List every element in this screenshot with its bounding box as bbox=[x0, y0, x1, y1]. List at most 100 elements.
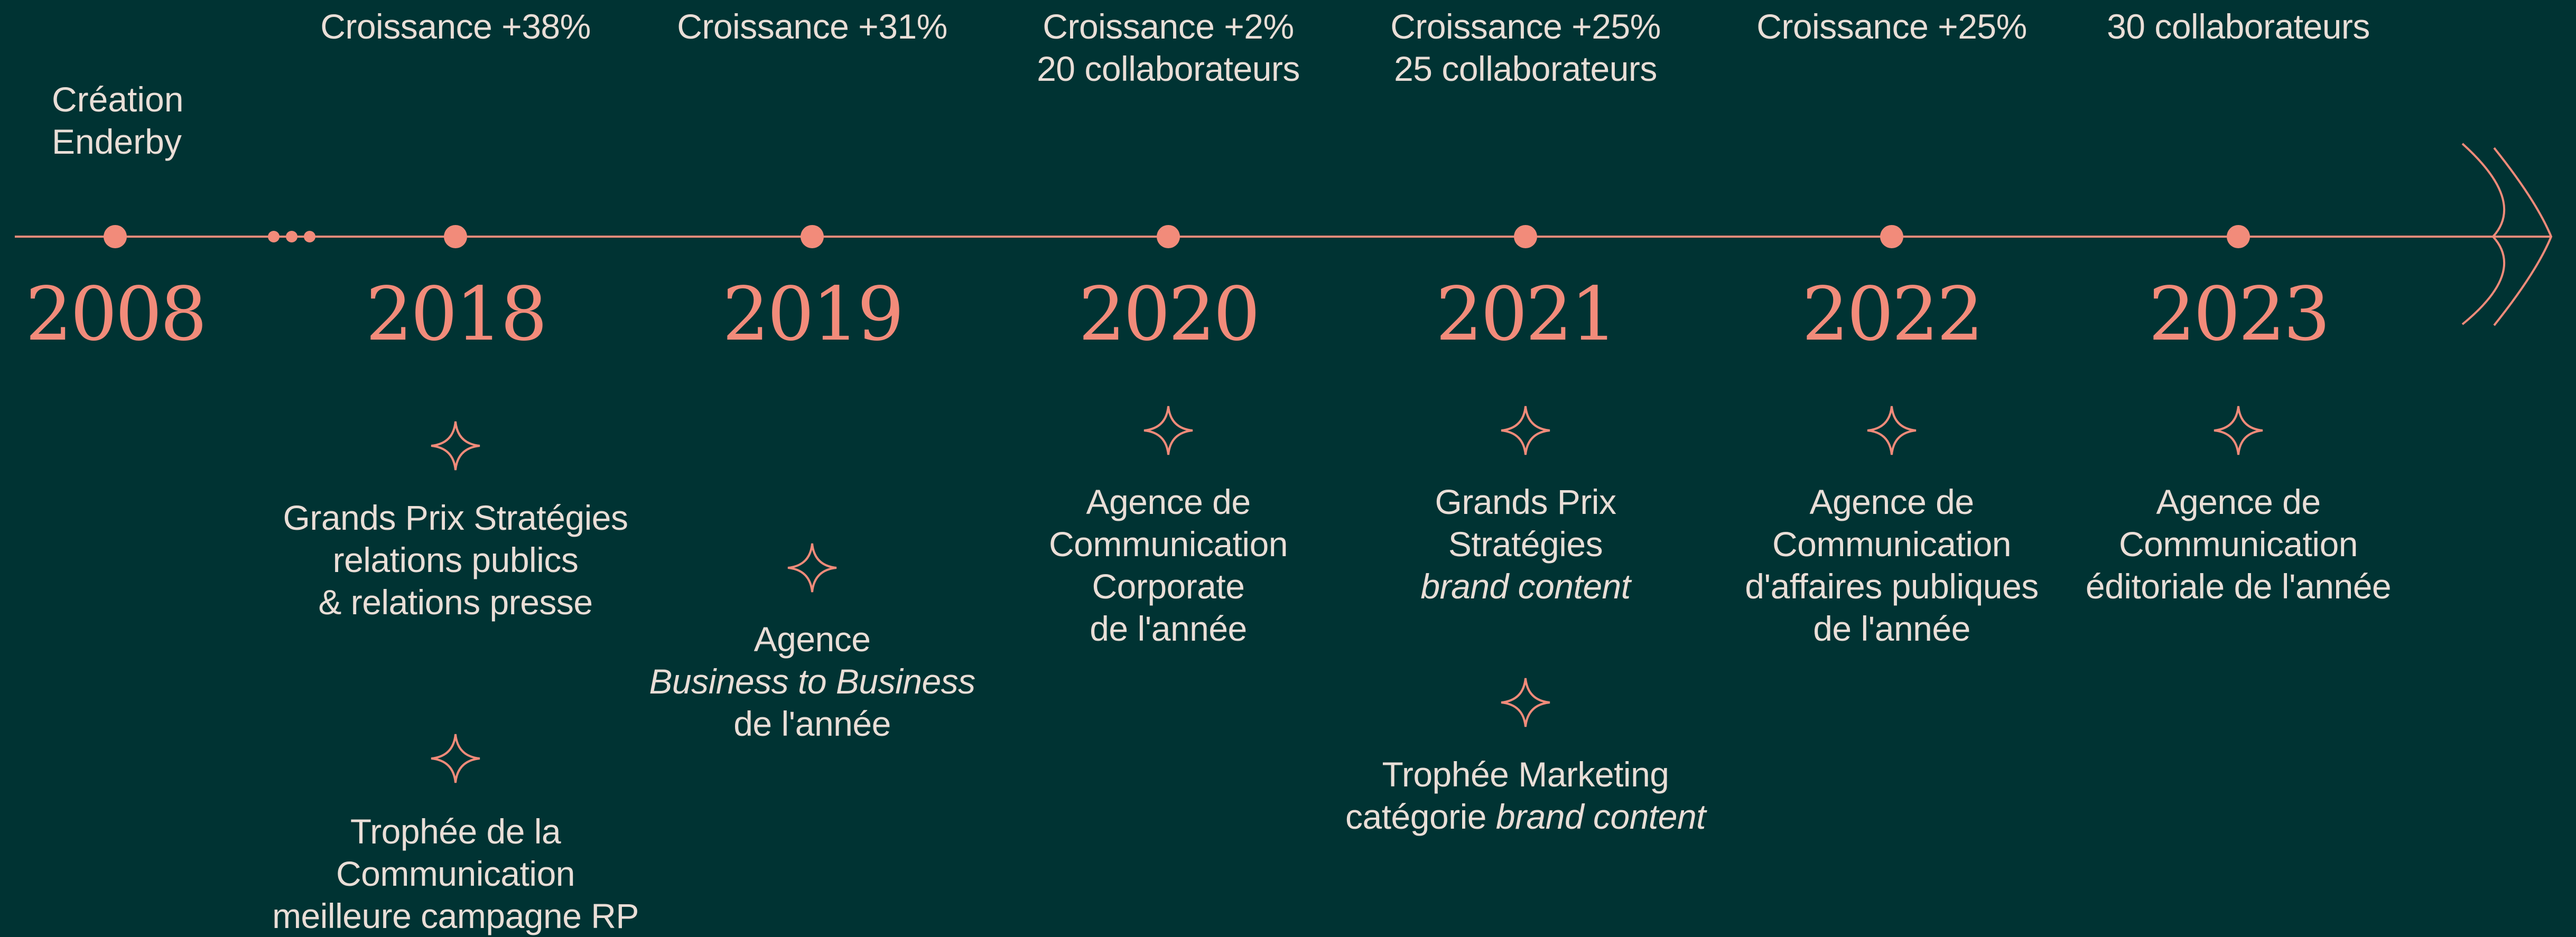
sparkle-icon bbox=[2213, 405, 2264, 456]
award-plain-text: Communication bbox=[1048, 524, 1288, 564]
award-line: de l'année bbox=[1049, 607, 1288, 650]
award-line: catégorie brand content bbox=[1345, 795, 1706, 838]
award-line: Agence de bbox=[1049, 481, 1288, 523]
award-plain-text: de l'année bbox=[1813, 609, 1970, 648]
milestone-stats: Croissance +25%25 collaborateurs bbox=[1390, 5, 1661, 90]
year-label: 2021 bbox=[1435, 271, 1617, 358]
award-italic-text: brand content bbox=[1420, 567, 1631, 606]
award-line: brand content bbox=[1420, 565, 1631, 607]
award-plain-text: Stratégies bbox=[1448, 524, 1603, 564]
award-plain-text: catégorie bbox=[1345, 797, 1496, 836]
arrow-head-outer bbox=[2461, 143, 2506, 325]
award-plain-text: éditoriale de l'année bbox=[2085, 567, 2392, 606]
award-line: Communication bbox=[272, 852, 639, 895]
award-plain-text: Communication bbox=[2118, 524, 2358, 564]
award-plain-text: Trophée de la bbox=[350, 812, 561, 851]
stat-line: Croissance +38% bbox=[320, 7, 591, 46]
award-plain-text: de l'année bbox=[1090, 609, 1247, 648]
sparkle-icon bbox=[1500, 677, 1551, 728]
milestone-dot bbox=[1514, 225, 1537, 248]
award-italic-text: brand content bbox=[1495, 797, 1706, 836]
year-label: 2019 bbox=[722, 271, 904, 358]
founding-note-line: Création bbox=[52, 80, 184, 119]
award-line: relations publics bbox=[283, 539, 628, 581]
award-line: Agence de bbox=[2086, 481, 2391, 523]
founding-note: Création Enderby bbox=[52, 78, 183, 163]
sparkle-icon bbox=[1143, 405, 1194, 456]
year-label: 2022 bbox=[1801, 271, 1984, 358]
milestone-stats: Croissance +25% bbox=[1756, 5, 2027, 48]
award-line: Trophée Marketing bbox=[1345, 753, 1706, 795]
award-plain-text: meilleure campagne RP bbox=[272, 896, 639, 935]
award-plain-text: Communication bbox=[1772, 524, 2012, 564]
award-plain-text: d'affaires publiques bbox=[1745, 567, 2039, 606]
milestone-dot bbox=[104, 225, 127, 248]
milestone-dot bbox=[1157, 225, 1180, 248]
milestone-stats: Croissance +38% bbox=[320, 5, 591, 48]
award-line: Trophée de la bbox=[272, 810, 639, 852]
milestone-dot bbox=[801, 225, 824, 248]
award-plain-text: relations publics bbox=[332, 540, 579, 579]
milestone-stats: Croissance +31% bbox=[677, 5, 947, 48]
milestone-stats: Croissance +2%20 collaborateurs bbox=[1037, 5, 1300, 90]
stat-line: 30 collaborateurs bbox=[2107, 7, 2370, 46]
award-plain-text: Agence de bbox=[2156, 482, 2321, 521]
sparkle-icon bbox=[430, 420, 481, 471]
award-plain-text: Grands Prix Stratégies bbox=[283, 498, 628, 537]
stat-line: Croissance +2% bbox=[1043, 7, 1294, 46]
award-line: de l'année bbox=[1745, 607, 2038, 650]
sparkle-icon bbox=[787, 542, 838, 593]
year-label: 2008 bbox=[25, 271, 207, 358]
stat-line: Croissance +25% bbox=[1756, 7, 2027, 46]
ellipsis-dot bbox=[304, 231, 315, 242]
award-plain-text: de l'année bbox=[733, 704, 891, 743]
award-plain-text: Agence de bbox=[1086, 482, 1251, 521]
award-line: Corporate bbox=[1049, 565, 1288, 607]
stat-line: Croissance +31% bbox=[677, 7, 947, 46]
milestone-dot bbox=[2227, 225, 2250, 248]
award-plain-text: Agence bbox=[754, 620, 871, 659]
award-plain-text: Trophée Marketing bbox=[1382, 755, 1670, 794]
year-label: 2018 bbox=[365, 271, 547, 358]
award-plain-text: & relations presse bbox=[318, 583, 593, 622]
award-line: & relations presse bbox=[283, 581, 628, 623]
award-line: Communication bbox=[1049, 523, 1288, 565]
award-line: Agence bbox=[649, 618, 975, 660]
stat-line: 20 collaborateurs bbox=[1037, 49, 1300, 88]
award-line: Agence de bbox=[1745, 481, 2038, 523]
stat-line: 25 collaborateurs bbox=[1394, 49, 1657, 88]
milestone-dot bbox=[1880, 225, 1903, 248]
award-plain-text: Agence de bbox=[1809, 482, 1974, 521]
award-italic-text: Business to Business bbox=[649, 662, 975, 701]
award-line: d'affaires publiques bbox=[1745, 565, 2039, 607]
award-plain-text: Grands Prix bbox=[1435, 482, 1616, 521]
ellipsis-dot bbox=[286, 231, 297, 242]
sparkle-icon bbox=[1866, 405, 1917, 456]
award-plain-text: Communication bbox=[336, 854, 575, 893]
year-label: 2023 bbox=[2148, 271, 2330, 358]
founding-note-line: Enderby bbox=[52, 122, 182, 161]
award-line: de l'année bbox=[649, 702, 975, 745]
award-line: Grands Prix Stratégies bbox=[283, 496, 628, 539]
award-line: Stratégies bbox=[1420, 523, 1630, 565]
award-line: Grands Prix bbox=[1420, 481, 1630, 523]
award-line: Communication bbox=[2086, 523, 2391, 565]
milestone-stats: 30 collaborateurs bbox=[2107, 5, 2370, 48]
award-line: éditoriale de l'année bbox=[2085, 565, 2392, 607]
award-line: Communication bbox=[1745, 523, 2038, 565]
sparkle-icon bbox=[430, 733, 481, 784]
ellipsis-dot bbox=[268, 231, 280, 242]
stat-line: Croissance +25% bbox=[1390, 7, 1661, 46]
award-line: Business to Business bbox=[649, 660, 975, 702]
arrow-head-inner bbox=[2493, 147, 2553, 326]
award-plain-text: Corporate bbox=[1092, 567, 1245, 606]
sparkle-icon bbox=[1500, 405, 1551, 456]
